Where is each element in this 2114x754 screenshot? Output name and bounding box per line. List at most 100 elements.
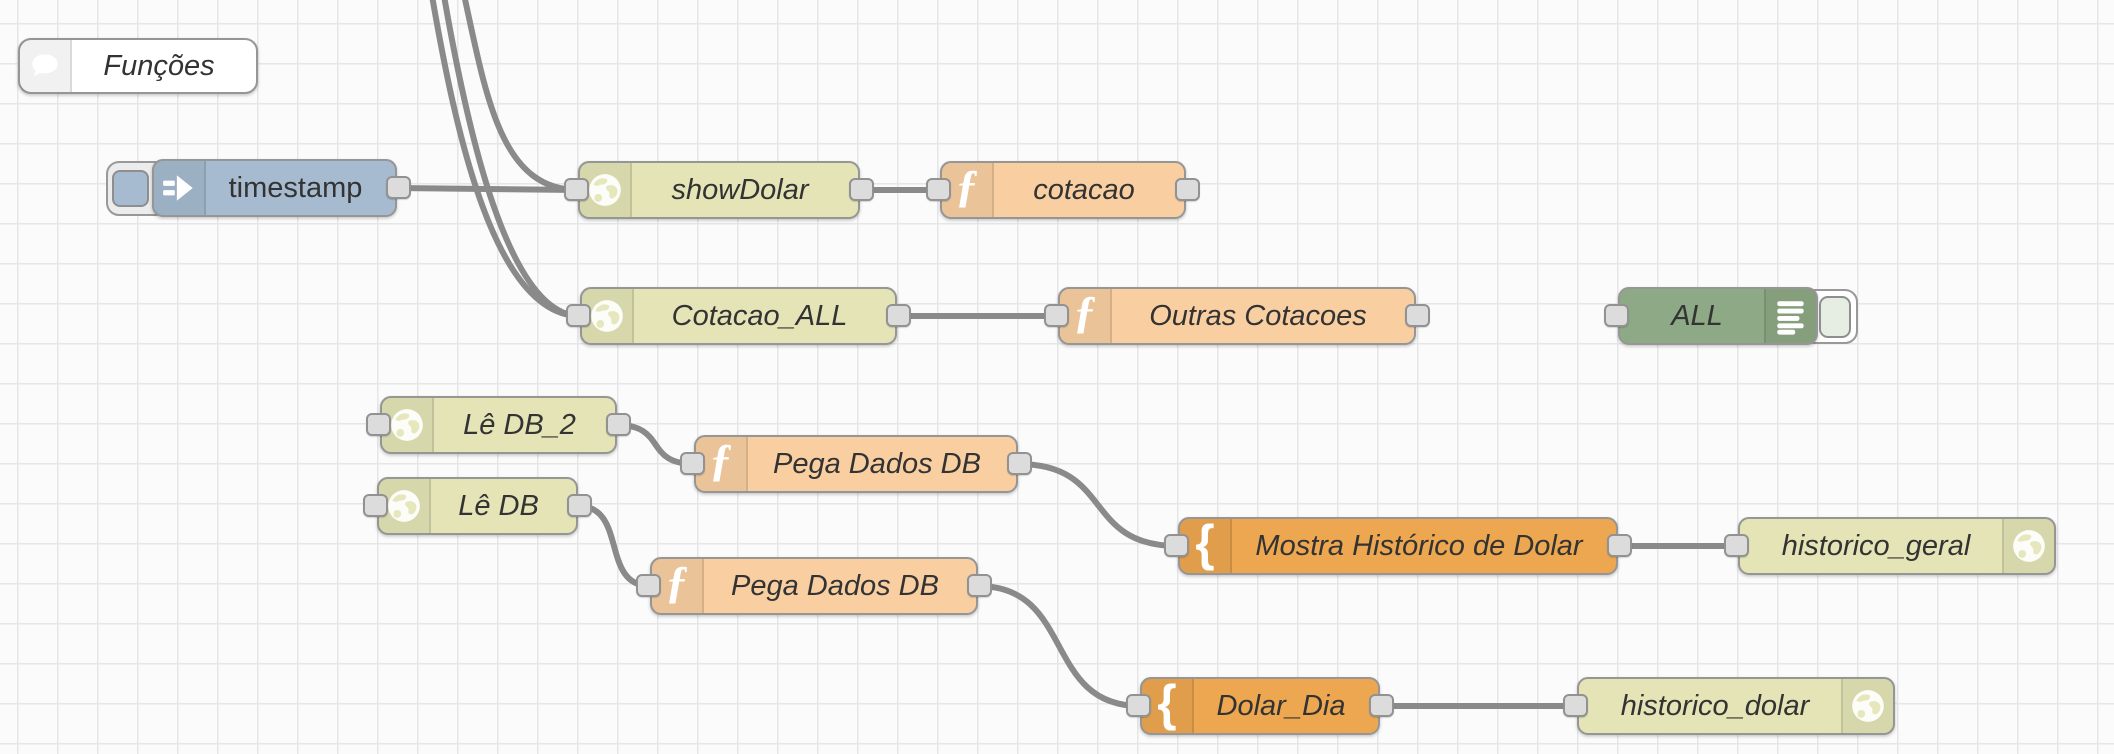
globe-icon (1852, 690, 1884, 722)
function-node-body[interactable]: ƒ Outras Cotacoes (1058, 287, 1416, 345)
node-icon-zone (1841, 679, 1893, 733)
output-port[interactable] (1405, 304, 1430, 327)
node-icon-zone (2002, 519, 2054, 573)
output-port[interactable] (967, 574, 992, 597)
template-node-body[interactable]: { Mostra Histórico de Dolar (1178, 517, 1618, 575)
node-le_db_2: Lê DB_2 (366, 396, 631, 454)
http-response-node-body[interactable]: historico_dolar (1577, 677, 1895, 735)
wire[interactable] (441, 0, 583, 319)
wire[interactable] (1015, 461, 1181, 549)
curly-brace-icon: { (1195, 520, 1214, 571)
node-dolar_dia: { Dolar_Dia (1126, 677, 1394, 735)
node-label: Pega Dados DB (731, 569, 939, 602)
output-port[interactable] (1175, 178, 1200, 201)
svg-text:ƒ: ƒ (1074, 292, 1097, 337)
output-port[interactable] (386, 176, 411, 199)
node-label: timestamp (228, 171, 363, 204)
http-in-node-body[interactable]: Cotacao_ALL (580, 287, 897, 345)
input-port[interactable] (636, 574, 661, 597)
globe-icon (388, 490, 420, 522)
http-in-node-body[interactable]: Lê DB (377, 477, 578, 535)
function-f-icon: ƒ (710, 440, 733, 485)
output-port[interactable] (606, 413, 631, 436)
globe-icon (391, 409, 423, 441)
function-node-body[interactable]: ƒ Pega Dados DB (650, 557, 978, 615)
wire[interactable] (614, 422, 697, 467)
wire[interactable] (462, 0, 581, 193)
input-port[interactable] (363, 494, 388, 517)
function-f-icon: ƒ (666, 562, 689, 607)
svg-text:{: { (1157, 680, 1176, 731)
node-icon-zone (1764, 289, 1816, 343)
node-icon-zone (154, 161, 206, 215)
comment-bubble-icon (32, 54, 58, 77)
node-pega_dados_db_2: ƒ Pega Dados DB (636, 557, 992, 615)
node-label: Outras Cotacoes (1149, 299, 1367, 332)
input-port[interactable] (680, 452, 705, 475)
input-port[interactable] (1563, 694, 1588, 717)
node-cotacao_all: Cotacao_ALL (566, 287, 911, 345)
output-port[interactable] (1369, 694, 1394, 717)
node-icon-zone (20, 40, 72, 92)
template-node-body[interactable]: { Dolar_Dia (1140, 677, 1380, 735)
input-port[interactable] (564, 178, 589, 201)
node-le_db: Lê DB (363, 477, 592, 535)
node-label: Dolar_Dia (1216, 689, 1346, 722)
function-f-icon: ƒ (956, 166, 979, 211)
node-pega_dados_db_1: ƒ Pega Dados DB (680, 435, 1032, 493)
wire[interactable] (975, 583, 1143, 709)
svg-text:ƒ: ƒ (710, 440, 733, 485)
function-node-body[interactable]: ƒ Pega Dados DB (694, 435, 1018, 493)
http-in-node-body[interactable]: Lê DB_2 (380, 396, 617, 454)
output-port[interactable] (886, 304, 911, 327)
node-icon-zone: ƒ (1060, 289, 1112, 343)
node-icon-zone (379, 479, 431, 533)
node-label: ALL (1671, 299, 1723, 332)
node-label: Funções (103, 49, 215, 82)
function-f-icon: ƒ (1074, 292, 1097, 337)
curly-brace-icon: { (1157, 680, 1176, 731)
svg-text:{: { (1195, 520, 1214, 571)
output-port[interactable] (567, 494, 592, 517)
node-label: Mostra Histórico de Dolar (1255, 529, 1583, 562)
node-label: Cotacao_ALL (671, 299, 848, 332)
globe-icon (591, 300, 623, 332)
node-label: showDolar (671, 173, 809, 206)
inject-node-body[interactable]: timestamp (152, 159, 397, 217)
debug-toggle-pad[interactable] (1819, 296, 1851, 338)
node-showDolar: showDolar (564, 161, 874, 219)
wire[interactable] (575, 503, 653, 589)
svg-text:ƒ: ƒ (956, 166, 979, 211)
http-in-node-body[interactable]: showDolar (578, 161, 860, 219)
node-mostra_historico: { Mostra Histórico de Dolar (1164, 517, 1632, 575)
input-port[interactable] (926, 178, 951, 201)
input-port[interactable] (1604, 304, 1629, 327)
debug-node-body[interactable]: ALL (1618, 287, 1818, 345)
input-port[interactable] (1164, 534, 1189, 557)
node-timestamp: timestamp (106, 159, 411, 217)
node-historico_dolar: historico_dolar (1563, 677, 1895, 735)
output-port[interactable] (1607, 534, 1632, 557)
node-label: historico_dolar (1620, 689, 1810, 722)
node-historico_geral: historico_geral (1724, 517, 2056, 575)
node-label: Lê DB (458, 489, 539, 522)
output-port[interactable] (849, 178, 874, 201)
node-all_debug: ALL (1604, 287, 1858, 345)
node-outras_cotacoes: ƒ Outras Cotacoes (1044, 287, 1430, 345)
input-port[interactable] (1724, 534, 1749, 557)
input-port[interactable] (366, 413, 391, 436)
node-label: Pega Dados DB (773, 447, 981, 480)
output-port[interactable] (1007, 452, 1032, 475)
input-port[interactable] (1044, 304, 1069, 327)
inject-button-pad[interactable] (112, 170, 149, 207)
http-response-node-body[interactable]: historico_geral (1738, 517, 2056, 575)
input-port[interactable] (566, 304, 591, 327)
debug-list-icon (1777, 301, 1804, 335)
node-label: Lê DB_2 (463, 408, 576, 441)
comment-node-body[interactable]: Funções (18, 38, 258, 94)
node-label: historico_geral (1781, 529, 1971, 562)
input-port[interactable] (1126, 694, 1151, 717)
